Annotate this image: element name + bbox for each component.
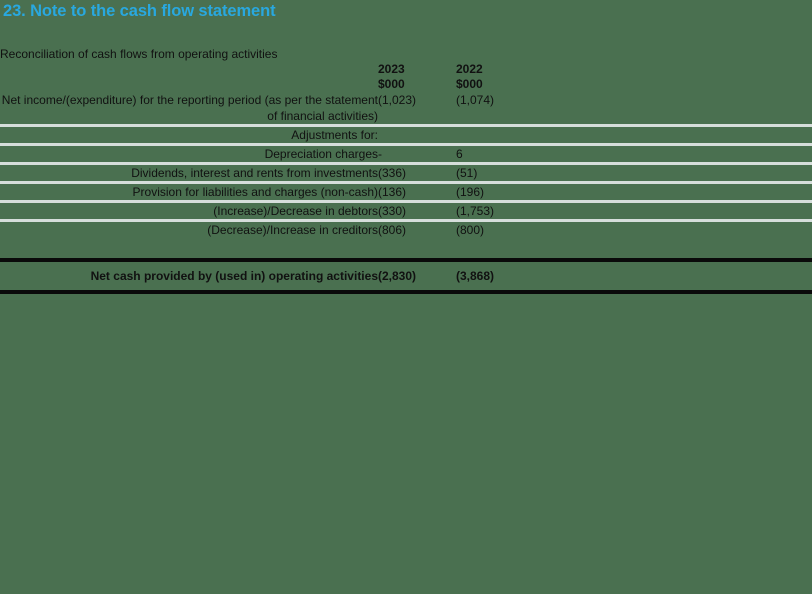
cash-flow-reconciliation-table: Reconciliation of cash flows from operat… (0, 46, 812, 294)
table-row: (Decrease)/Increase in creditors (806) (… (0, 221, 812, 239)
table-row: Net income/(expenditure) for the reporti… (0, 92, 812, 127)
column-header-2022-year: 2022 (456, 62, 483, 76)
spacer-cell-2023 (378, 238, 456, 260)
row-label-increase-decrease-debtors: (Increase)/Decrease in debtors (0, 201, 378, 222)
column-header-2022: 2022 $000 (456, 62, 812, 92)
table-row: Provision for liabilities and charges (n… (0, 182, 812, 203)
row-value-decrease-increase-creditors-2023: (806) (378, 223, 407, 237)
row-label-adjustments-for: Adjustments for: (0, 125, 378, 146)
table-row: Dividends, interest and rents from inves… (0, 163, 812, 184)
row-value-depreciation-charges-2023: - (378, 144, 456, 165)
total-value-net-cash-2023: (2,830) (378, 258, 456, 294)
column-header-2022-unit: $000 (456, 77, 483, 91)
row-label-depreciation-charges: Depreciation charges (0, 144, 378, 165)
row-value-adjustments-for-2023 (378, 125, 456, 146)
page-title: 23. Note to the cash flow statement (3, 2, 276, 20)
row-value-increase-decrease-debtors-2023: (330) (378, 201, 456, 222)
row-value-provision-liabilities-charges-2022: (196) (456, 182, 812, 203)
subtitle-spacer-2022 (456, 46, 812, 62)
table-total-row: Net cash provided by (used in) operating… (0, 258, 812, 294)
column-header-2023: 2023 $000 (378, 62, 456, 92)
table-spacer-row (0, 238, 812, 260)
row-value-increase-decrease-debtors-2022: (1,753) (456, 201, 812, 222)
table-row: (Increase)/Decrease in debtors (330) (1,… (0, 201, 812, 222)
row-label-dividends-interest-rents: Dividends, interest and rents from inves… (0, 163, 378, 184)
row-value-provision-liabilities-charges-2023: (136) (378, 182, 456, 203)
row-value-net-income-2022: (1,074) (456, 92, 812, 127)
row-value-decrease-increase-creditors-2022: (800) (456, 223, 485, 237)
header-label-blank (0, 62, 378, 92)
row-value-dividends-interest-rents-2023: (336) (378, 163, 456, 184)
row-value-adjustments-for-2022 (456, 125, 812, 146)
row-label-decrease-increase-creditors: (Decrease)/Increase in creditors (207, 223, 378, 237)
subtitle-spacer-2023 (378, 46, 456, 62)
column-header-2023-year: 2023 (378, 62, 405, 76)
total-label-net-cash-operating-activities: Net cash provided by (used in) operating… (0, 258, 378, 294)
row-value-depreciation-charges-2022: 6 (456, 144, 812, 165)
total-value-net-cash-2022: (3,868) (456, 258, 812, 294)
spacer-cell-label (0, 238, 378, 260)
table-row: Adjustments for: (0, 125, 812, 146)
row-label-provision-liabilities-charges: Provision for liabilities and charges (n… (0, 182, 378, 203)
table-subtitle: Reconciliation of cash flows from operat… (0, 47, 278, 61)
row-value-net-income-2023: (1,023) (378, 92, 456, 127)
table-row: Depreciation charges - 6 (0, 144, 812, 165)
table-header-row: 2023 $000 2022 $000 (0, 62, 812, 92)
spacer-cell-2022 (456, 238, 812, 260)
row-value-dividends-interest-rents-2022: (51) (456, 163, 812, 184)
table-subtitle-row: Reconciliation of cash flows from operat… (0, 46, 812, 62)
column-header-2023-unit: $000 (378, 77, 405, 91)
row-label-net-income: Net income/(expenditure) for the reporti… (0, 92, 378, 127)
cash-flow-note-table-wrapper: Reconciliation of cash flows from operat… (0, 46, 812, 294)
